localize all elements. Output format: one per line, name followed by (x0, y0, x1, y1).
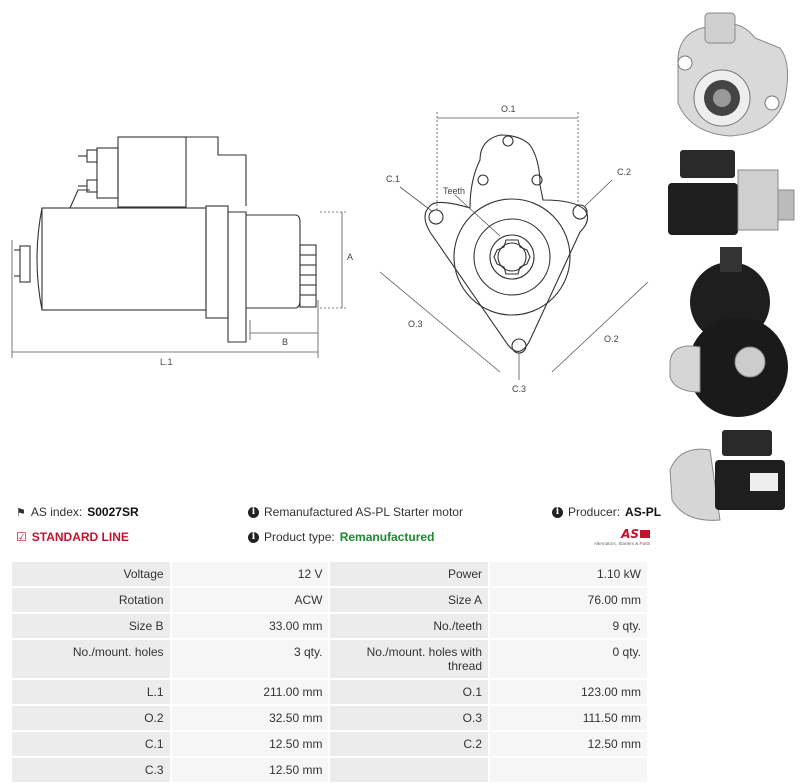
dim-l1-label: L.1 (160, 357, 173, 367)
producer-value: AS-PL (625, 505, 662, 519)
spec-label: L.1 (10, 678, 172, 706)
spec-value: 111.50 mm (488, 704, 649, 732)
product-type-info: i Product type: Remanufactured (248, 530, 434, 544)
producer-label: Producer: (568, 505, 621, 519)
spec-label: Size A (328, 586, 491, 614)
spec-label: Voltage (10, 560, 172, 588)
spec-label: O.1 (328, 678, 491, 706)
spec-label: C.1 (10, 730, 172, 758)
spec-label: No./mount. holes (10, 638, 172, 680)
logo-mark: AS (621, 527, 639, 541)
info-icon: i (552, 506, 563, 518)
description-info: i Remanufactured AS-PL Starter motor (248, 505, 463, 519)
producer-info: i Producer: AS-PL (552, 505, 661, 519)
checkbox-icon: ☑ (16, 530, 27, 544)
product-photo-angle[interactable] (660, 425, 800, 525)
spec-label: No./teeth (328, 612, 491, 640)
spec-label: No./mount. holes with thread (328, 638, 491, 680)
spec-label: O.2 (10, 704, 172, 732)
front-view-dimensions (379, 112, 649, 380)
as-index-info: ⚑ AS index: S0027SR (16, 505, 139, 519)
spec-value: 3 qty. (169, 638, 331, 680)
spec-label: Rotation (10, 586, 172, 614)
dim-c1-label: C.1 (386, 174, 400, 184)
teeth-label: Teeth (443, 186, 465, 196)
spec-value: 9 qty. (488, 612, 649, 640)
product-photo-front[interactable] (660, 8, 800, 143)
spec-label: O.3 (328, 704, 491, 732)
standard-line-text: STANDARD LINE (31, 530, 129, 544)
spec-value: 1.10 kW (488, 560, 649, 588)
spec-label: C.3 (10, 756, 172, 784)
spec-value: 76.00 mm (488, 586, 649, 614)
spec-value: 12 V (169, 560, 331, 588)
spec-label (328, 756, 491, 784)
info-icon: i (248, 506, 259, 518)
dim-o2-label: O.2 (604, 334, 619, 344)
spec-value: 123.00 mm (488, 678, 649, 706)
spec-value: 211.00 mm (169, 678, 331, 706)
product-photo-gallery (660, 0, 800, 530)
as-pl-logo: AS Alternators, Starters & Parts (582, 528, 650, 554)
dim-a-label: A (347, 252, 353, 262)
spec-label: Power (328, 560, 491, 588)
product-type-label: Product type: (264, 530, 335, 544)
spec-value: 32.50 mm (169, 704, 331, 732)
technical-drawings: L.1 A B O.1 O.2 O.3 C.1 C.2 C.3 Teeth (11, 104, 649, 394)
spec-value (488, 756, 649, 784)
side-view-dimensions (11, 211, 346, 358)
as-index-label: AS index: (30, 505, 83, 519)
product-photo-side[interactable] (660, 145, 800, 240)
spec-value: 12.50 mm (488, 730, 649, 758)
dim-o1-label: O.1 (501, 104, 516, 114)
info-icon: i (248, 531, 259, 543)
front-view-drawing (424, 134, 589, 354)
spec-value: 33.00 mm (169, 612, 331, 640)
logo-tagline: Alternators, Starters & Parts (593, 541, 650, 546)
product-description: Remanufactured AS-PL Starter motor (264, 505, 463, 519)
dim-c2-label: C.2 (617, 167, 631, 177)
side-view-drawing (14, 136, 317, 343)
spec-value: 12.50 mm (169, 730, 331, 758)
dim-b-label: B (282, 337, 288, 347)
spec-value: ACW (169, 586, 331, 614)
spec-value: 12.50 mm (169, 756, 331, 784)
dim-o3-label: O.3 (408, 319, 423, 329)
standard-line-badge: ☑ STANDARD LINE (16, 530, 129, 544)
product-photo-rear[interactable] (660, 242, 800, 422)
spec-label: C.2 (328, 730, 491, 758)
spec-value: 0 qty. (488, 638, 649, 680)
product-type-value: Remanufactured (339, 530, 435, 544)
spec-label: Size B (10, 612, 172, 640)
as-index-value: S0027SR (87, 505, 139, 519)
dim-c3-label: C.3 (512, 384, 526, 394)
tag-icon: ⚑ (16, 506, 26, 519)
